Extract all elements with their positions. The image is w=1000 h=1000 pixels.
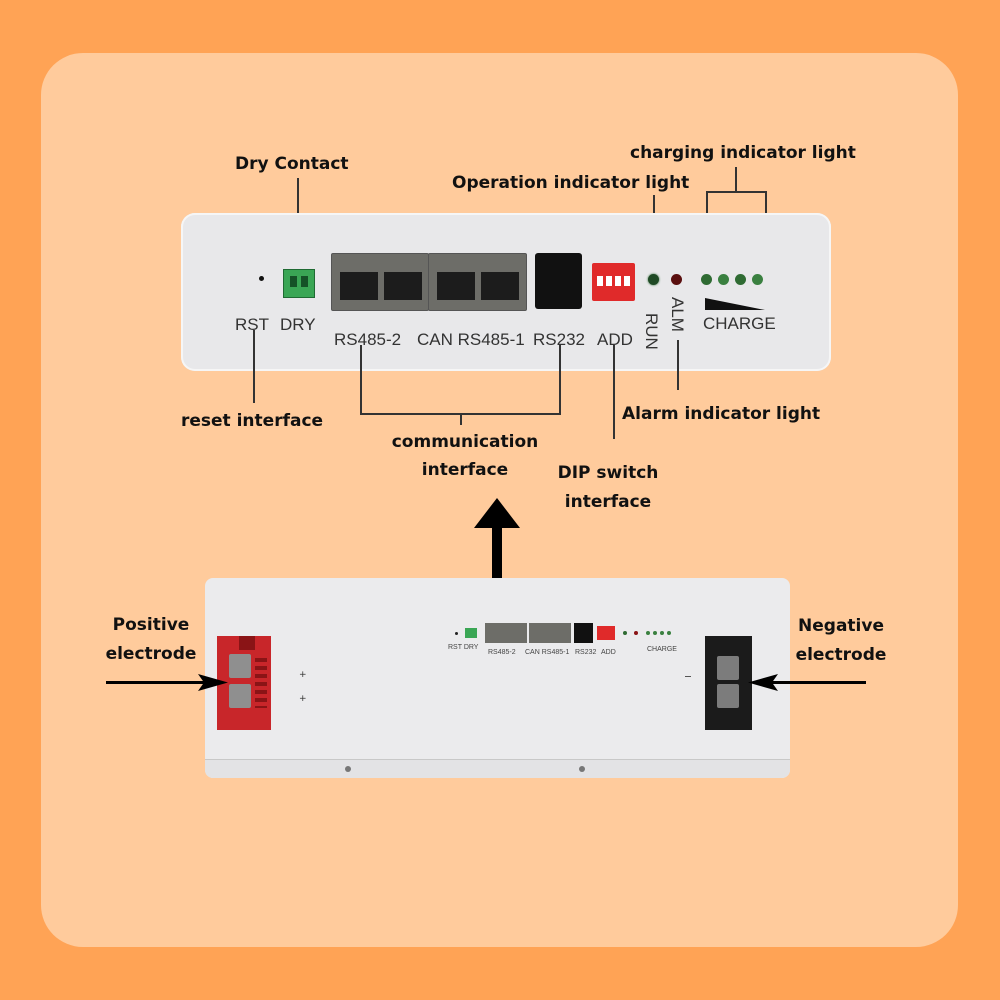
arrow-left-icon (748, 674, 866, 691)
label-positive-line1: Positive (112, 615, 190, 635)
charge-led-2 (718, 274, 729, 285)
unit-bottom-strip (205, 759, 790, 778)
mini-dry-connector (465, 628, 477, 638)
mini-label-rst-dry: RST DRY (448, 644, 479, 651)
mini-rs232 (574, 623, 593, 643)
leader-comm-right (559, 345, 561, 415)
leader-dip-switch (613, 345, 615, 439)
label-positive-line2: electrode (105, 644, 197, 664)
arrow-up-icon (474, 498, 520, 610)
charge-led-4 (752, 274, 763, 285)
can-rs485-1-port[interactable] (428, 253, 527, 311)
leader-reset (253, 330, 255, 403)
rs485-2-port[interactable] (331, 253, 429, 311)
mini-charge-led (667, 631, 671, 635)
panel-label-dry: DRY (280, 315, 316, 334)
mini-reset (455, 632, 458, 635)
mini-charge-led (660, 631, 664, 635)
mini-rs485-2 (485, 623, 527, 643)
rs232-port[interactable] (535, 253, 582, 309)
leader-alarm (677, 340, 679, 390)
label-negative-line1: Negative (798, 616, 884, 636)
panel-label-rst: RST (235, 315, 269, 334)
label-dip-switch-line2: interface (564, 492, 652, 512)
label-communication-line2: interface (421, 460, 509, 480)
leader-comm-stem (460, 413, 462, 425)
plus-mark: + (299, 670, 307, 680)
battery-port-panel: RST DRY RS485-2 CAN RS485-1 RS232 ADD RU… (181, 213, 831, 371)
mini-run-led (623, 631, 627, 635)
plus-mark: + (299, 694, 307, 704)
minus-mark (685, 676, 691, 677)
positive-terminal[interactable] (217, 636, 271, 730)
panel-label-add: ADD (597, 330, 633, 349)
label-charging-indicator: charging indicator light (630, 143, 856, 163)
negative-terminal[interactable] (705, 636, 752, 730)
dry-contact-connector[interactable] (283, 269, 315, 298)
label-communication-line1: communication (391, 432, 539, 452)
label-dry-contact: Dry Contact (235, 154, 349, 174)
label-alarm-indicator: Alarm indicator light (622, 404, 821, 424)
label-operation-indicator: Operation indicator light (452, 173, 690, 193)
mini-label-rs485-2: RS485-2 (488, 649, 516, 656)
mini-label-add: ADD (601, 649, 616, 656)
label-reset-interface: reset interface (181, 411, 324, 431)
mini-alarm-led (634, 631, 638, 635)
panel-label-charge: CHARGE (703, 314, 776, 333)
leader-charging-bar (706, 191, 767, 193)
dip-switch[interactable] (592, 263, 635, 301)
arrow-right-icon (106, 674, 228, 691)
leader-charging-stem (735, 167, 737, 192)
mini-label-can-rs485-1: CAN RS485-1 (525, 649, 570, 656)
panel-label-can-rs485-1: CAN RS485-1 (417, 330, 525, 349)
label-negative-line2: electrode (795, 645, 887, 665)
charge-led-1 (701, 274, 712, 285)
run-led (648, 274, 659, 285)
mini-label-rs232: RS232 (575, 649, 597, 656)
charge-level-wedge (705, 298, 765, 310)
alarm-led (671, 274, 682, 285)
mini-charge-led (653, 631, 657, 635)
mini-can-rs485-1 (529, 623, 571, 643)
panel-label-rs485-2: RS485-2 (334, 330, 402, 349)
panel-label-alm: ALM (668, 297, 687, 332)
mini-charge-led (646, 631, 650, 635)
reset-pinhole[interactable] (259, 276, 264, 281)
battery-unit: + + RST DRY RS485-2 CAN RS485-1 RS232 AD… (205, 578, 790, 778)
mini-label-charge: CHARGE (647, 646, 677, 653)
diagram-card (41, 53, 958, 947)
panel-label-run: RUN (642, 313, 661, 350)
charge-led-3 (735, 274, 746, 285)
leader-comm-left (360, 345, 362, 415)
label-dip-switch-line1: DIP switch (557, 463, 659, 483)
panel-label-rs232: RS232 (533, 330, 585, 349)
mini-dip-switch (597, 626, 615, 640)
